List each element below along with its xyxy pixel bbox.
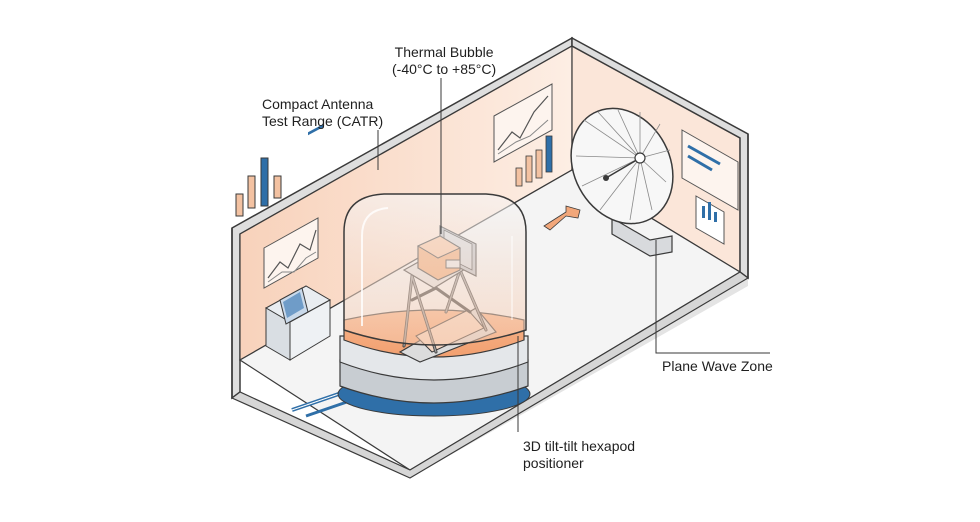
thermal-bubble-label: Thermal Bubble (-40°C to +85°C) [392, 44, 496, 78]
thermal-bubble [343, 193, 527, 346]
catr-label-line2: Test Range (CATR) [262, 113, 384, 129]
callout-lines [377, 78, 770, 432]
catr-label: Compact Antenna Test Range (CATR) [262, 96, 383, 130]
bar-chart-icon [515, 135, 553, 187]
line-chart-icon [263, 217, 319, 289]
bar-chart-icon [681, 129, 739, 245]
reflector-dish-icon [570, 107, 674, 257]
catr-label-line1: Compact Antenna [262, 96, 374, 112]
control-console-icon [264, 123, 332, 361]
line-chart-icon [493, 83, 553, 163]
front-edge [230, 271, 750, 479]
thermal-bubble-title: Thermal Bubble [394, 44, 494, 60]
hexapod-label-line1: 3D tilt-tilt hexapod [523, 438, 636, 454]
hexapod-label-line2: positioner [523, 455, 584, 471]
hexapod-label: 3D tilt-tilt hexapod positioner [523, 438, 635, 472]
plane-wave-zone-label: Plane Wave Zone [662, 358, 773, 374]
bar-chart-icon [235, 157, 282, 217]
thermal-bubble-range: (-40°C to +85°C) [392, 61, 497, 77]
arrow-left-icon [543, 205, 581, 231]
